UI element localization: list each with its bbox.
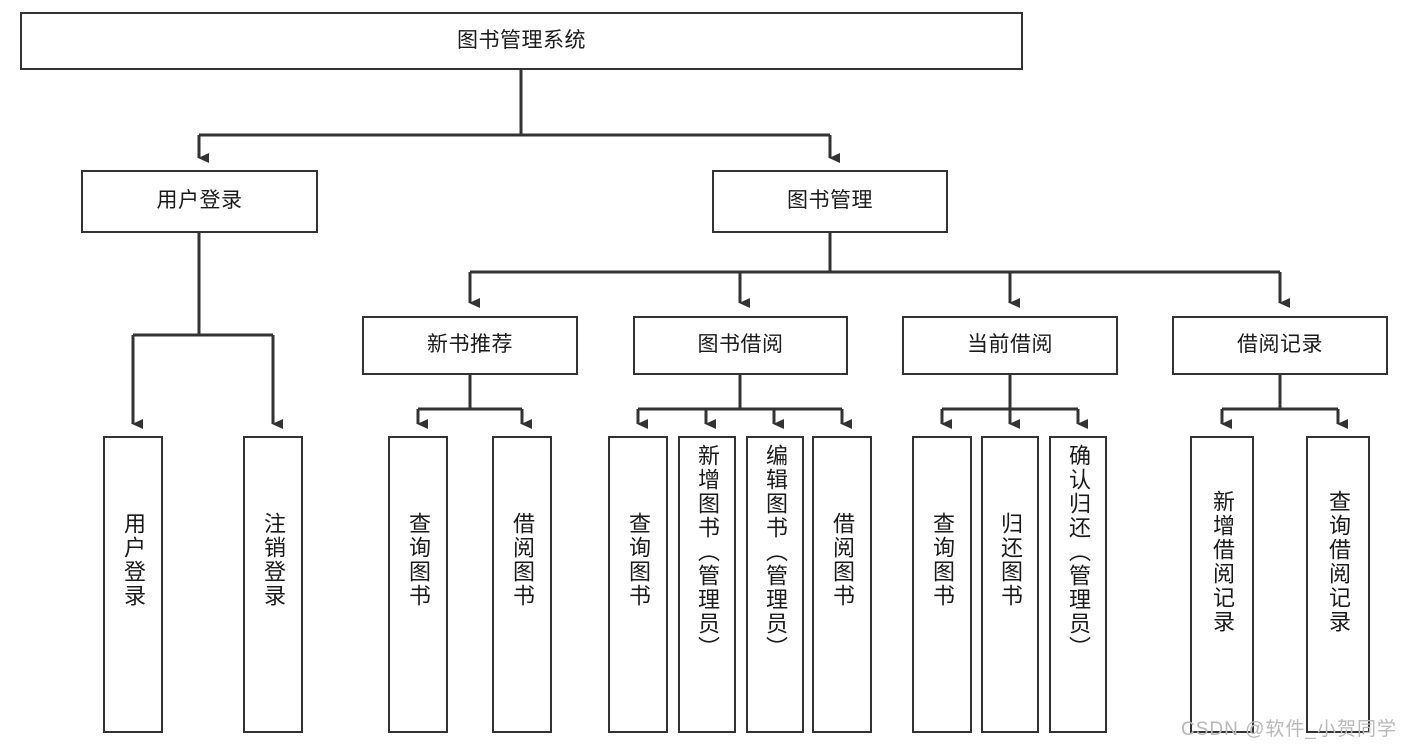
node-root-label: 图书管理系统	[457, 28, 586, 52]
leaf-book-borrow-3-label: 编辑图书（管理员）	[763, 444, 788, 660]
leaf-new-book-2[interactable]: 借阅图书	[492, 436, 552, 733]
leaf-book-borrow-4-label: 借阅图书	[830, 512, 855, 608]
leaf-user-login-2[interactable]: 注销登录	[243, 436, 303, 733]
leaf-new-book-1-label: 查询图书	[406, 512, 431, 608]
leaf-borrow-record-2[interactable]: 查询借阅记录	[1306, 436, 1370, 733]
leaf-book-borrow-1[interactable]: 查询图书	[608, 436, 668, 733]
leaf-current-borrow-2[interactable]: 归还图书	[981, 436, 1039, 733]
node-book-borrow-label: 图书借阅	[697, 333, 784, 357]
leaf-user-login-1-label: 用户登录	[121, 512, 146, 608]
node-book-management-label: 图书管理	[787, 189, 873, 213]
leaf-borrow-record-1[interactable]: 新增借阅记录	[1190, 436, 1254, 733]
node-user-login[interactable]: 用户登录	[81, 170, 318, 233]
node-book-borrow[interactable]: 图书借阅	[633, 316, 848, 375]
node-root[interactable]: 图书管理系统	[20, 12, 1023, 70]
leaf-current-borrow-1[interactable]: 查询图书	[912, 436, 972, 733]
leaf-current-borrow-3[interactable]: 确认归还（管理员）	[1049, 436, 1107, 733]
leaf-borrow-record-2-label: 查询借阅记录	[1326, 490, 1351, 634]
leaf-book-borrow-2[interactable]: 新增图书（管理员）	[678, 436, 736, 733]
node-new-book-recommend[interactable]: 新书推荐	[362, 316, 578, 375]
watermark-text: CSDN @软件_小贺同学	[1181, 719, 1397, 740]
node-current-borrow[interactable]: 当前借阅	[902, 316, 1118, 375]
leaf-borrow-record-1-label: 新增借阅记录	[1210, 490, 1235, 634]
leaf-book-borrow-4[interactable]: 借阅图书	[812, 436, 872, 733]
node-new-book-recommend-label: 新书推荐	[427, 333, 513, 357]
node-current-borrow-label: 当前借阅	[967, 333, 1053, 357]
leaf-new-book-1[interactable]: 查询图书	[388, 436, 448, 733]
node-user-login-label: 用户登录	[156, 189, 243, 213]
node-borrow-record[interactable]: 借阅记录	[1172, 316, 1388, 375]
leaf-new-book-2-label: 借阅图书	[510, 512, 535, 608]
node-borrow-record-label: 借阅记录	[1237, 333, 1323, 357]
leaf-current-borrow-1-label: 查询图书	[930, 512, 955, 608]
leaf-book-borrow-2-label: 新增图书（管理员）	[695, 444, 720, 660]
node-book-management[interactable]: 图书管理	[712, 170, 948, 233]
leaf-user-login-1[interactable]: 用户登录	[103, 436, 163, 733]
leaf-book-borrow-1-label: 查询图书	[626, 512, 651, 608]
leaf-book-borrow-3[interactable]: 编辑图书（管理员）	[746, 436, 804, 733]
leaf-current-borrow-3-label: 确认归还（管理员）	[1066, 444, 1091, 660]
leaf-user-login-2-label: 注销登录	[261, 512, 286, 608]
leaf-current-borrow-2-label: 归还图书	[998, 512, 1023, 608]
